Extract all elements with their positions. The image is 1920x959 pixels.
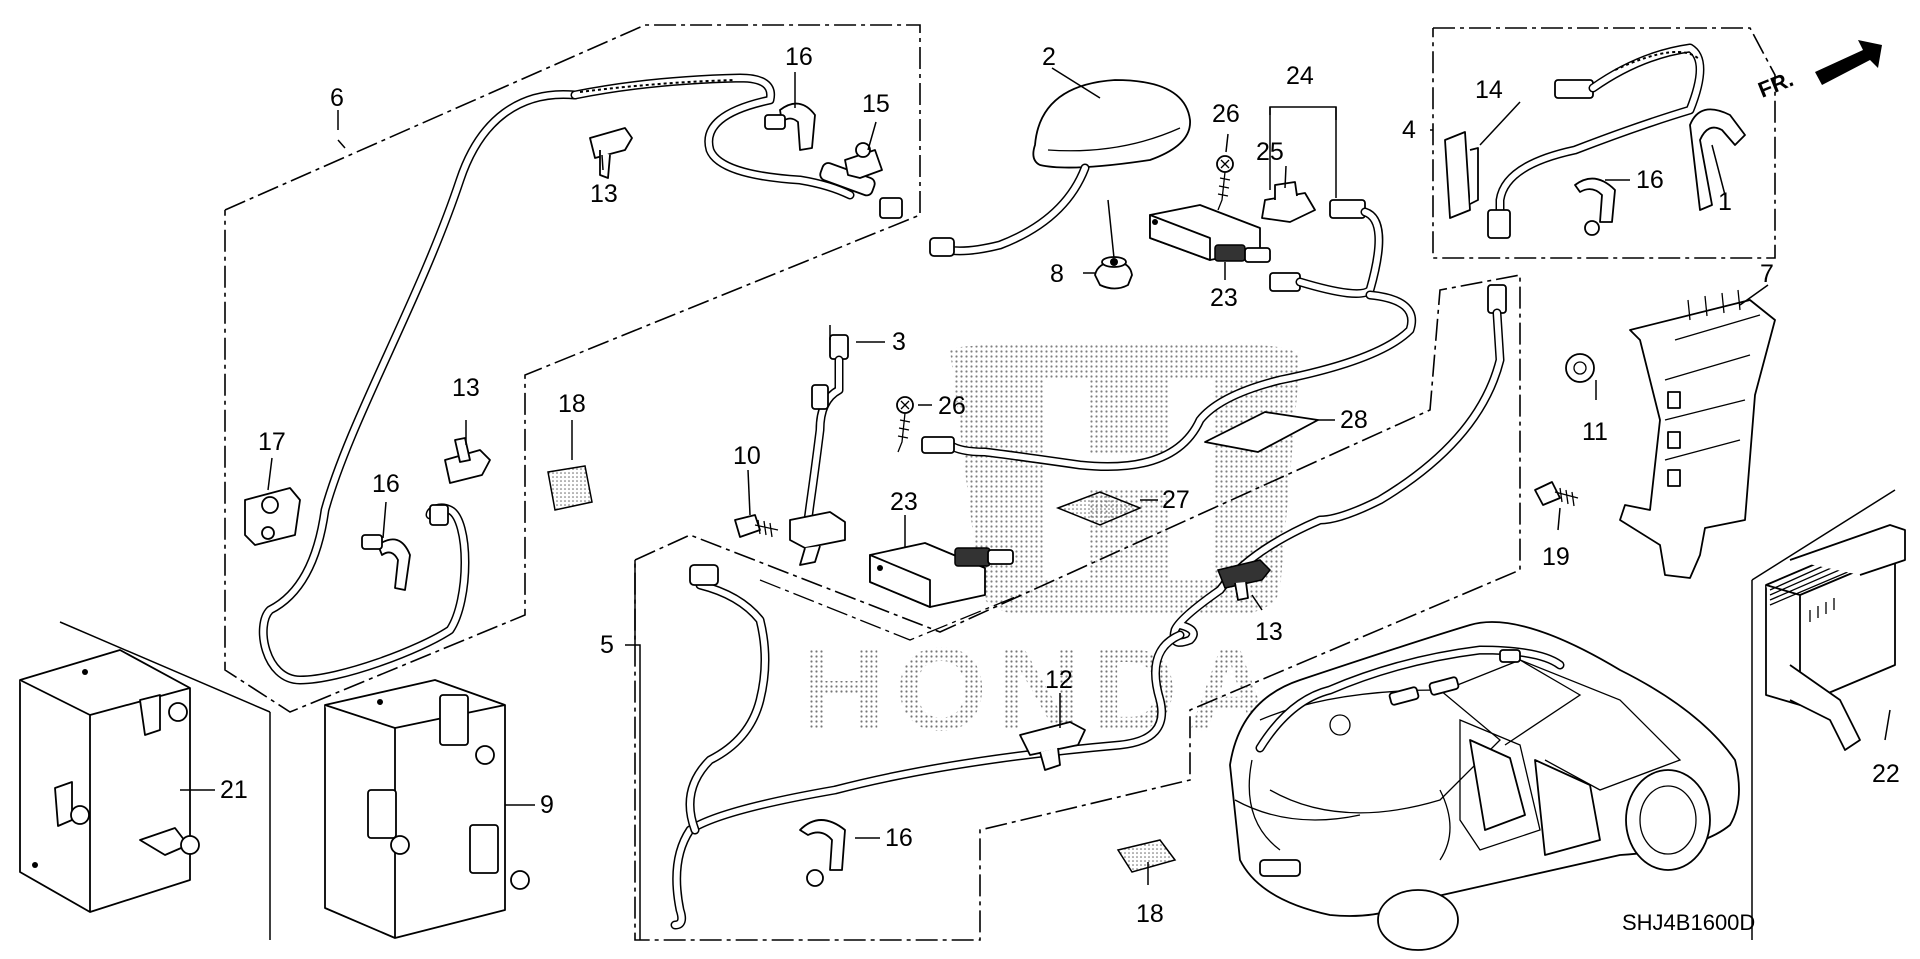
- group-23-boundary: [759, 579, 1021, 641]
- callout-3: 3: [892, 328, 906, 356]
- bolt-19[interactable]: [1534, 481, 1579, 507]
- clip-13-lower[interactable]: [1216, 559, 1272, 601]
- callout-9: 9: [540, 791, 554, 819]
- clip-17[interactable]: [244, 487, 301, 546]
- divider-line-21: [59, 621, 271, 713]
- callout-18b: 18: [1136, 900, 1164, 928]
- callout-16a: 16: [785, 43, 813, 71]
- callout-28: 28: [1340, 406, 1368, 434]
- nut-11[interactable]: [1565, 353, 1595, 383]
- leader-lines: [180, 67, 1891, 940]
- callout-24: 24: [1286, 62, 1314, 90]
- callout-15: 15: [862, 90, 890, 118]
- callout-23b: 23: [890, 488, 918, 516]
- callout-2: 2: [1042, 43, 1056, 71]
- vehicle-illustration: [1229, 621, 1740, 951]
- screw-26-upper[interactable]: [1216, 155, 1234, 211]
- front-arrow-icon: FR.: [1755, 40, 1882, 103]
- callout-16b: 16: [372, 470, 400, 498]
- clip-16-upper[interactable]: [764, 102, 816, 151]
- callout-25: 25: [1256, 138, 1284, 166]
- callout-18a: 18: [558, 390, 586, 418]
- group-6-boundary: [224, 24, 921, 713]
- callout-16d: 16: [885, 824, 913, 852]
- callout-6: 6: [330, 84, 344, 112]
- unit-22[interactable]: [1765, 524, 1906, 751]
- clip-15[interactable]: [844, 142, 883, 179]
- callout-19: 19: [1542, 543, 1570, 571]
- unit-9[interactable]: [324, 679, 530, 939]
- diagram-code: SHJ4B1600D: [1622, 910, 1755, 935]
- bolt-10[interactable]: [734, 514, 779, 538]
- callout-11: 11: [1582, 418, 1608, 446]
- callout-26a: 26: [1212, 100, 1240, 128]
- cable-5: [670, 284, 1507, 930]
- cable-3: [789, 334, 849, 566]
- callout-10: 10: [733, 442, 761, 470]
- bracket-14[interactable]: [1444, 131, 1479, 219]
- clip-16-lower[interactable]: [799, 819, 846, 887]
- cable-4: [1487, 43, 1705, 239]
- callout-8: 8: [1050, 260, 1064, 288]
- roof-antenna-2[interactable]: [929, 79, 1191, 257]
- callout-1: 1: [1718, 188, 1732, 216]
- clip-12[interactable]: [1019, 721, 1086, 771]
- callout-21: 21: [220, 776, 248, 804]
- callout-22: 22: [1872, 760, 1900, 788]
- callout-14: 14: [1475, 76, 1503, 104]
- callout-12: 12: [1045, 666, 1073, 694]
- clip-1[interactable]: [1689, 108, 1746, 211]
- cable-6: [258, 73, 903, 685]
- cable-24: [921, 199, 1416, 472]
- callout-13b: 13: [452, 374, 480, 402]
- callout-27: 27: [1162, 486, 1190, 514]
- unit-21[interactable]: [19, 649, 200, 913]
- clip-13-upper[interactable]: [589, 127, 633, 179]
- pad-18-upper[interactable]: [547, 465, 593, 511]
- callout-13c: 13: [1255, 618, 1283, 646]
- callout-4: 4: [1402, 116, 1416, 144]
- callout-7: 7: [1760, 260, 1774, 288]
- clip-13-middle[interactable]: [444, 437, 491, 484]
- clip-16-box[interactable]: [1574, 177, 1616, 236]
- amplifier-23-lower[interactable]: [869, 542, 1014, 608]
- front-label: FR.: [1755, 66, 1797, 102]
- pad-18-lower[interactable]: [1116, 839, 1177, 873]
- callout-labels: 1 2 3 4 5 6 7 8 9 10 11 12 13 13 13 14 1…: [220, 43, 1900, 928]
- clip-25[interactable]: [1261, 181, 1316, 223]
- grommet-8[interactable]: [1094, 256, 1133, 290]
- callout-23a: 23: [1210, 284, 1238, 312]
- bracket-7[interactable]: [1619, 289, 1776, 579]
- callout-5: 5: [600, 631, 614, 659]
- callout-16c: 16: [1636, 166, 1664, 194]
- callout-26b: 26: [938, 392, 966, 420]
- amplifier-23-upper[interactable]: [1149, 204, 1271, 263]
- group-5-boundary: [634, 274, 1521, 941]
- callout-13a: 13: [590, 180, 618, 208]
- divider-line-22: [1751, 489, 1896, 581]
- callout-17: 17: [258, 428, 286, 456]
- pad-27[interactable]: [1055, 491, 1142, 526]
- group-4-boundary: [1432, 27, 1776, 259]
- screw-26-lower[interactable]: [896, 396, 914, 453]
- clip-16-middle[interactable]: [361, 534, 411, 591]
